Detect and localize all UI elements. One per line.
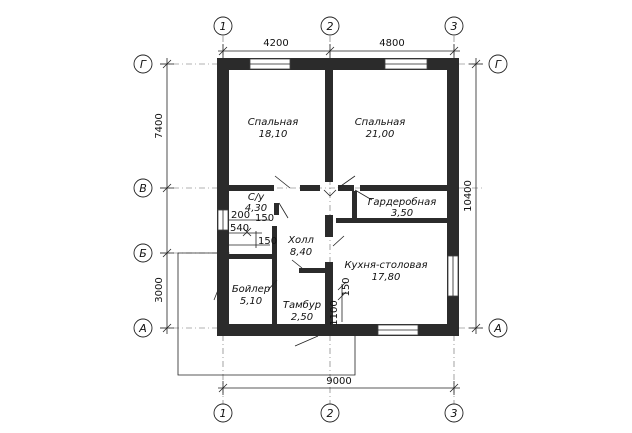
svg-text:4,30: 4,30 [245, 203, 267, 214]
dim-left-3000: 3000 [154, 277, 165, 302]
svg-text:1: 1 [220, 20, 227, 33]
door-swings [213, 175, 373, 347]
svg-text:А: А [138, 322, 147, 335]
dim-150-upper: 150 [255, 213, 274, 224]
windows [217, 58, 459, 336]
svg-text:17,80: 17,80 [372, 272, 401, 283]
svg-text:В: В [139, 182, 147, 195]
dim-200: 200 [231, 210, 250, 221]
axis-bubble-v-left: В [133, 178, 153, 198]
axis-bubble-a-left: А [133, 318, 153, 338]
room-labels: Спальная 18,10 Спальная 21,00 С/у 4,30 Г… [232, 117, 436, 323]
dim-left-7400: 7400 [154, 113, 165, 138]
dim-top-4200: 4200 [263, 38, 288, 49]
room-wardrobe: Гардеробная 3,50 [368, 196, 436, 219]
svg-text:С/у: С/у [248, 192, 265, 203]
svg-text:2: 2 [327, 407, 334, 420]
dimension-lines [160, 44, 483, 395]
axis-bubble-1-top: 1 [213, 16, 233, 36]
axis-bubble-g-right: Г [488, 54, 508, 74]
svg-text:3: 3 [451, 20, 458, 33]
room-vestibule: Тамбур 2,50 [283, 299, 321, 323]
room-kitchen: Кухня-столовая 17,80 [344, 260, 427, 283]
dim-150-lower: 150 [258, 236, 277, 247]
axis-bubble-g-left: Г [133, 54, 153, 74]
axis-bubble-1-bottom: 1 [213, 403, 233, 423]
dim-540: 540 [230, 223, 249, 234]
svg-text:Бойлер: Бойлер [232, 284, 270, 295]
svg-text:Б: Б [139, 247, 147, 260]
svg-text:Г: Г [495, 58, 502, 71]
svg-text:Холл: Холл [287, 235, 314, 246]
axis-bubble-3-bottom: 3 [444, 403, 464, 423]
dim-right-10400: 10400 [463, 180, 474, 212]
svg-text:Г: Г [140, 58, 147, 71]
dim-top-4800: 4800 [379, 38, 404, 49]
svg-text:3: 3 [451, 407, 458, 420]
room-hall: Холл 8,40 [287, 235, 314, 258]
axis-bubbles: 1 2 3 1 2 3 Г В [133, 16, 508, 423]
axis-bubble-3-top: 3 [444, 16, 464, 36]
axis-bubble-b-left: Б [133, 243, 153, 263]
axis-bubble-a-right: А [488, 318, 508, 338]
svg-text:18,10: 18,10 [259, 129, 288, 140]
dim-1100: 1100 [329, 300, 340, 325]
svg-text:21,00: 21,00 [366, 129, 395, 140]
svg-text:Спальная: Спальная [355, 117, 406, 128]
room-bathroom: С/у 4,30 [245, 192, 267, 214]
svg-text:Кухня-столовая: Кухня-столовая [344, 260, 427, 271]
svg-text:8,40: 8,40 [290, 247, 312, 258]
svg-text:2: 2 [327, 20, 334, 33]
svg-text:1: 1 [220, 407, 227, 420]
room-bedroom-2: Спальная 21,00 [355, 117, 406, 140]
dim-bottom-9000: 9000 [326, 376, 351, 387]
dim-150-kitchen: 150 [341, 277, 352, 296]
svg-text:А: А [493, 322, 502, 335]
axis-bubble-2-top: 2 [320, 16, 340, 36]
svg-text:3,50: 3,50 [391, 208, 413, 219]
room-bedroom-1: Спальная 18,10 [248, 117, 299, 140]
svg-text:5,10: 5,10 [240, 296, 262, 307]
room-boiler: Бойлер 5,10 [232, 284, 270, 307]
svg-text:Спальная: Спальная [248, 117, 299, 128]
svg-text:Тамбур: Тамбур [283, 299, 321, 311]
axis-bubble-2-bottom: 2 [320, 403, 340, 423]
svg-text:2,50: 2,50 [291, 312, 313, 323]
svg-text:Гардеробная: Гардеробная [368, 196, 436, 208]
dimension-texts: 4200 4800 9000 10400 7400 3000 200 150 5… [154, 38, 474, 387]
